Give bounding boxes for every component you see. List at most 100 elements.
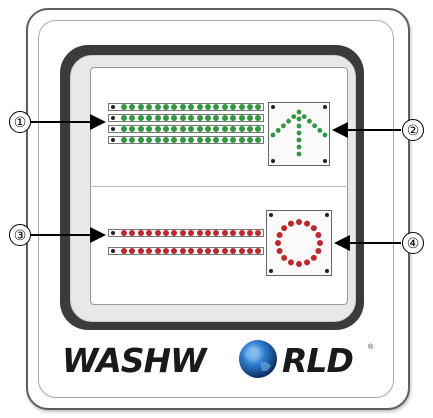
red-stop-signal bbox=[266, 210, 332, 276]
screw bbox=[271, 105, 275, 109]
callout-4: ④ bbox=[402, 232, 424, 254]
led-dot bbox=[146, 104, 153, 110]
led-dot bbox=[121, 137, 127, 143]
led-dot bbox=[296, 109, 302, 115]
led-dot bbox=[137, 137, 144, 143]
registered-mark: ® bbox=[368, 344, 374, 351]
callout-2: ② bbox=[402, 119, 424, 141]
screw bbox=[323, 105, 327, 109]
washworld-logo: WASHW RLD ® bbox=[60, 338, 380, 382]
led-dot bbox=[129, 248, 136, 254]
led-dot bbox=[230, 137, 237, 143]
led-dot bbox=[163, 115, 169, 121]
led-dot bbox=[276, 248, 283, 255]
red-led-strip bbox=[108, 229, 264, 237]
logo-text-left: WASHW bbox=[62, 341, 207, 380]
led-dot bbox=[296, 144, 302, 150]
screw bbox=[269, 269, 273, 273]
led-dot bbox=[213, 248, 220, 254]
led-dot bbox=[188, 115, 195, 121]
led-dot bbox=[154, 248, 161, 254]
led-dot bbox=[205, 137, 211, 143]
led-dot bbox=[205, 115, 211, 121]
led-dot bbox=[247, 104, 253, 110]
red-led-strip bbox=[108, 247, 264, 255]
led-dot bbox=[317, 128, 323, 133]
led-dot bbox=[296, 219, 302, 225]
led-dot bbox=[310, 225, 317, 232]
strip-endcap bbox=[111, 138, 115, 142]
screw bbox=[325, 269, 329, 273]
led-dot bbox=[312, 123, 317, 129]
led-dot bbox=[179, 230, 186, 236]
led-dot bbox=[146, 248, 153, 254]
led-dot bbox=[163, 104, 169, 110]
led-dot bbox=[287, 259, 294, 266]
led-dot bbox=[255, 104, 262, 110]
led-dot bbox=[196, 137, 203, 143]
led-dot bbox=[171, 126, 178, 132]
led-dot bbox=[322, 132, 328, 138]
led-dot bbox=[255, 126, 262, 132]
up-arrow-icon bbox=[270, 109, 328, 157]
strip-endcap bbox=[111, 105, 115, 109]
led-dot bbox=[121, 104, 127, 110]
globe-icon bbox=[239, 340, 277, 378]
led-dot bbox=[146, 126, 153, 132]
led-dot bbox=[213, 126, 220, 132]
panel-divider bbox=[90, 186, 348, 187]
led-dot bbox=[315, 231, 322, 238]
led-dot bbox=[154, 230, 161, 236]
led-dot bbox=[301, 114, 307, 119]
led-dot bbox=[163, 230, 169, 236]
led-dot bbox=[196, 248, 203, 254]
led-dot bbox=[281, 225, 288, 232]
led-dot bbox=[146, 115, 153, 121]
screw bbox=[325, 213, 329, 217]
led-dot bbox=[171, 230, 178, 236]
led-dot bbox=[213, 137, 220, 143]
led-dot bbox=[137, 104, 144, 110]
strip-endcap bbox=[111, 127, 115, 131]
led-dot bbox=[129, 115, 136, 121]
led-dot bbox=[238, 115, 245, 121]
callout-1: ① bbox=[9, 111, 31, 133]
led-dot bbox=[121, 248, 127, 254]
led-dot bbox=[129, 230, 136, 236]
led-dot bbox=[281, 254, 288, 261]
led-dot bbox=[188, 126, 195, 132]
led-dot bbox=[154, 115, 161, 121]
green-led-strip bbox=[108, 114, 264, 122]
led-dot bbox=[137, 115, 144, 121]
led-dot bbox=[304, 259, 311, 266]
led-dot bbox=[247, 126, 253, 132]
led-dot bbox=[307, 118, 312, 124]
strip-endcap bbox=[111, 231, 115, 235]
led-dot bbox=[179, 248, 186, 254]
led-dot bbox=[238, 104, 245, 110]
led-dot bbox=[221, 137, 228, 143]
led-dot bbox=[137, 126, 144, 132]
led-dot bbox=[247, 115, 253, 121]
led-dot bbox=[179, 126, 186, 132]
led-dot bbox=[230, 115, 237, 121]
led-dot bbox=[221, 115, 228, 121]
screw bbox=[323, 159, 327, 163]
led-dot bbox=[205, 248, 211, 254]
led-dot bbox=[179, 137, 186, 143]
led-dot bbox=[205, 230, 211, 236]
led-dot bbox=[179, 115, 186, 121]
led-dot bbox=[196, 126, 203, 132]
led-dot bbox=[129, 104, 136, 110]
led-dot bbox=[230, 230, 237, 236]
led-dot bbox=[205, 126, 211, 132]
led-dot bbox=[171, 115, 178, 121]
led-dot bbox=[238, 230, 245, 236]
led-dot bbox=[255, 230, 262, 236]
led-dot bbox=[221, 248, 228, 254]
led-dot bbox=[255, 137, 262, 143]
led-dot bbox=[196, 104, 203, 110]
callout-3: ③ bbox=[9, 224, 31, 246]
led-dot bbox=[317, 240, 323, 246]
led-dot bbox=[296, 261, 302, 267]
